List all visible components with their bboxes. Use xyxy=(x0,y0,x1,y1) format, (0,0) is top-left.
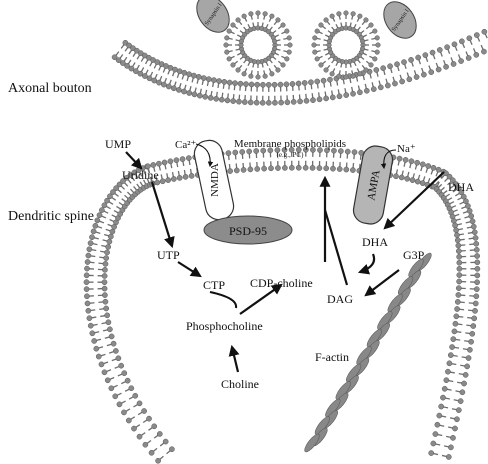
label-cdp-choline: CDP-choline xyxy=(250,276,313,290)
arrow-ctp-cdp xyxy=(210,292,236,308)
arrow-utp-ctp xyxy=(178,262,200,276)
arrow-dha-dag xyxy=(360,254,374,272)
label-utp: UTP xyxy=(157,248,180,262)
label-eg-pc: (e.g., PC) xyxy=(277,151,305,159)
label-membrane-phospholipids: Membrane phospholipids xyxy=(234,138,346,150)
label-ump: UMP xyxy=(105,137,131,151)
arrow-g3p-dag xyxy=(366,270,399,295)
axonal-membrane-bilayer xyxy=(112,29,488,105)
label-choline: Choline xyxy=(221,377,259,391)
label-dha-outside: DHA xyxy=(448,180,474,194)
nmda-label: NMDA xyxy=(209,163,221,197)
arrow-ump-uridine xyxy=(126,152,141,168)
psd95-protein: PSD-95 xyxy=(204,216,292,244)
label-g3p: G3P xyxy=(403,248,425,262)
label-uridine: Uridine xyxy=(122,168,159,182)
psd95-label: PSD-95 xyxy=(229,224,267,238)
arrow-uridine-utp xyxy=(152,182,172,246)
label-dha-inside: DHA xyxy=(362,235,388,249)
ampa-receptor: AMPA xyxy=(351,144,394,226)
pathway-arrows xyxy=(126,152,444,372)
label-f-actin: F-actin xyxy=(315,350,349,364)
label-dag: DAG xyxy=(327,292,353,306)
label-axonal-bouton: Axonal bouton xyxy=(8,81,92,96)
label-ctp: CTP xyxy=(203,278,225,292)
label-phosphocholine: Phosphocholine xyxy=(186,319,263,333)
label-ca: Ca²⁺ xyxy=(175,139,197,151)
synapsin-right: Synapsin I xyxy=(377,0,423,44)
synaptic-vesicles xyxy=(224,11,381,80)
label-dendritic-spine: Dendritic spine xyxy=(8,209,94,224)
arrow-dag-phospholipids xyxy=(325,210,347,285)
label-na: Na⁺ xyxy=(397,143,416,155)
arrow-choline-phosphocholine xyxy=(232,347,238,372)
